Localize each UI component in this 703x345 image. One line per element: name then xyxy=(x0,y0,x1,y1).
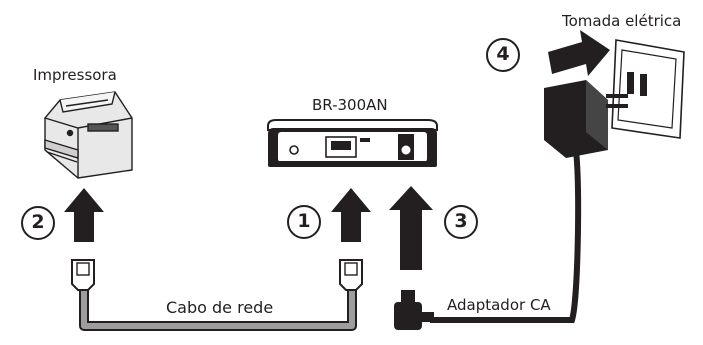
reset-hole-icon xyxy=(289,145,299,155)
step-3-badge: 3 xyxy=(444,205,478,239)
arrow-up-printer-icon xyxy=(64,188,104,242)
device-label: BR-300AN xyxy=(312,96,388,114)
outlet-label: Tomada elétrica xyxy=(562,12,682,30)
device-illustration xyxy=(267,119,438,167)
dc-plug-illustration xyxy=(394,290,434,330)
outlet-illustration xyxy=(611,39,685,139)
rj45-left-icon xyxy=(71,259,95,291)
arrow-to-outlet-icon xyxy=(548,30,610,76)
step-1-badge: 1 xyxy=(287,205,321,239)
arrow-up-dc-icon xyxy=(389,186,433,270)
ac-adapter-label: Adaptador CA xyxy=(447,296,551,314)
ac-adapter-illustration xyxy=(430,80,628,323)
printer-illustration xyxy=(44,91,133,179)
step-2-badge: 2 xyxy=(21,206,55,240)
step-4-badge: 4 xyxy=(486,38,520,72)
rj45-right-icon xyxy=(339,259,363,291)
network-cable-illustration xyxy=(71,259,363,331)
arrow-up-lan-icon xyxy=(331,188,371,242)
network-cable-label: Cabo de rede xyxy=(166,298,274,317)
printer-label: Impressora xyxy=(33,66,117,84)
